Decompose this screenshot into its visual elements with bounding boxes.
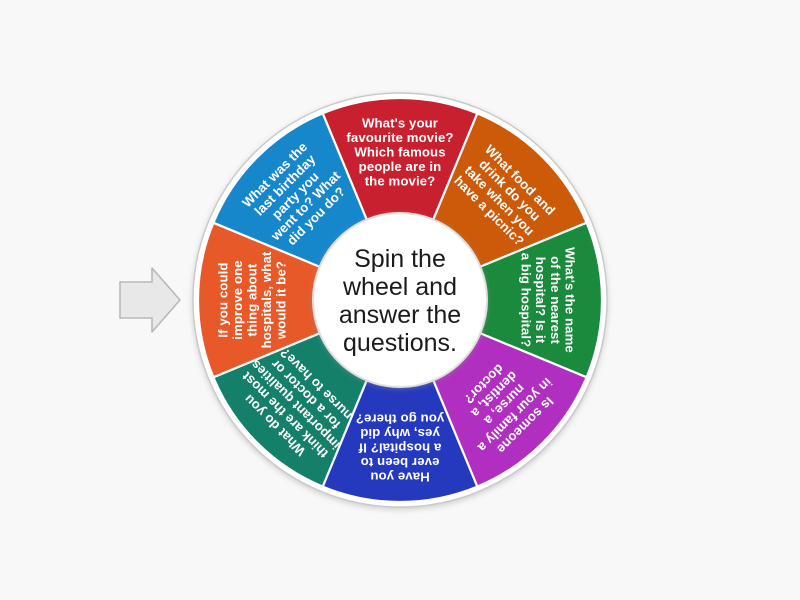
svg-text:What's the nameof the nearesth: What's the nameof the nearesthospital? I… — [519, 247, 578, 353]
wheel-segment-1[interactable] — [321, 96, 479, 303]
svg-text:Have youever been toa hospital: Have youever been toa hospital? Ifyes, w… — [356, 411, 445, 484]
wheel-hub[interactable] — [312, 212, 488, 388]
wheel-segment-7[interactable] — [196, 221, 403, 379]
spin-pointer-arrow[interactable] — [119, 267, 181, 333]
wheel-segment-5[interactable] — [321, 297, 479, 504]
segment-label-5: Have youever been toa hospital? Ifyes, w… — [356, 411, 445, 484]
segment-label-3: What's the nameof the nearesthospital? I… — [519, 247, 578, 353]
svg-text:If you couldimprove onething a: If you couldimprove onething abouthospit… — [215, 251, 288, 348]
segment-label-7: If you couldimprove onething abouthospit… — [215, 251, 288, 348]
wheel-segment-3[interactable] — [397, 221, 604, 379]
